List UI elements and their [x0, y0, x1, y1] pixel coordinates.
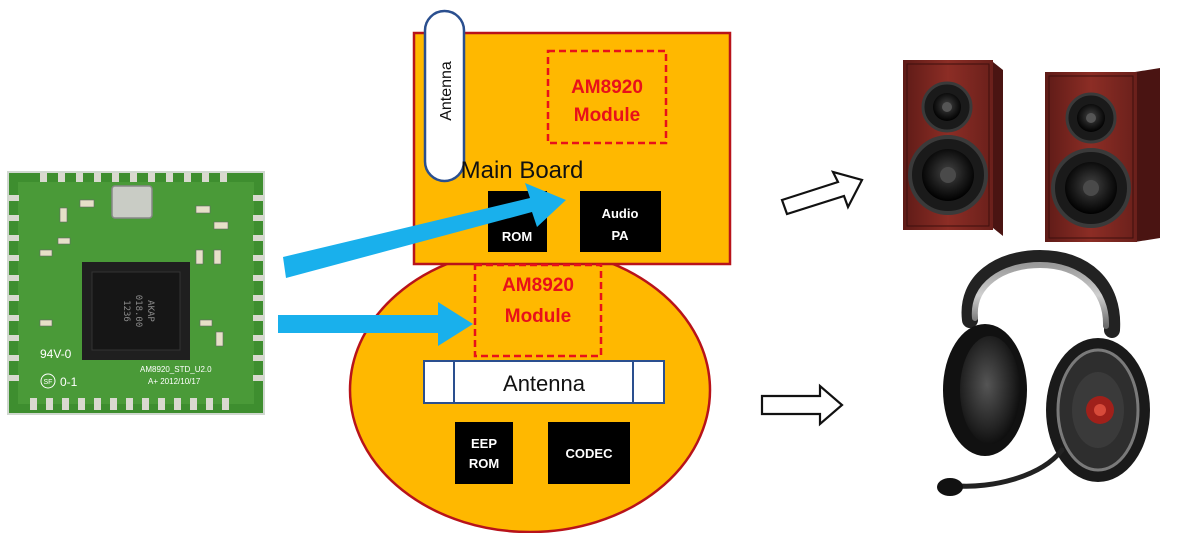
eeprom-label-2: ROM: [469, 456, 499, 471]
hollow-arrow-icon-speakers: [780, 170, 864, 216]
pcb-silk-rating: 94V-0: [40, 347, 72, 361]
pcb-pads-right: [253, 195, 263, 381]
pcb-silk-model: AM8920_STD_U2.0: [140, 365, 212, 374]
pcb-silk-date: A+ 2012/10/17: [148, 377, 201, 386]
codec-label: CODEC: [566, 446, 614, 461]
pcb-silk-level: 0-1: [60, 375, 78, 389]
pcb-pads-left: [9, 195, 19, 381]
pcb-chip-marking-3: 1236: [121, 300, 131, 322]
circle-board-antenna-label: Antenna: [503, 371, 586, 396]
eeprom-chip: EEP ROM: [455, 422, 513, 484]
codec-chip: CODEC: [548, 422, 630, 484]
main-board-antenna: Antenna: [423, 9, 466, 183]
circle-board-antenna: Antenna: [423, 360, 665, 404]
pcb-main-chip: AKAP 018.00 1236: [82, 262, 190, 360]
pcb-module-image: AKAP 018.00 1236 94V-0 AM8920_STD_U2.0 A…: [7, 171, 265, 415]
pcb-chip-marking-1: AKAP: [145, 300, 155, 322]
pcb-silk-sf: SF: [44, 379, 53, 386]
hollow-arrow-icon-headphones: [760, 383, 844, 427]
main-board-antenna-label: Antenna: [438, 61, 455, 121]
flow-arrow-to-circle-board: [278, 302, 473, 346]
circle-module-line1: AM8920: [502, 275, 574, 296]
bookshelf-speakers-image: [903, 60, 1160, 242]
main-module-line1: AM8920: [571, 77, 643, 98]
audio-pa-chip: Audio PA: [580, 191, 661, 252]
circle-module-line2: Module: [505, 306, 572, 327]
pcb-components: [39, 199, 229, 347]
main-module-line2: Module: [574, 105, 641, 126]
pcb-chip-marking-2: 018.00: [133, 295, 143, 328]
audio-pa-label-2: PA: [611, 228, 629, 243]
pcb-pads-top: [40, 173, 227, 182]
main-board-am8920-module: AM8920 Module: [546, 49, 668, 145]
pcb-crystal: [111, 185, 153, 219]
audio-pa-label-1: Audio: [602, 206, 639, 221]
headset-with-mic-image: [937, 249, 1150, 496]
rom-chip-label: ROM: [502, 229, 532, 244]
pcb-silk-sf-mark: [40, 373, 56, 389]
eeprom-label-1: EEP: [471, 436, 497, 451]
main-board-title: Main Board: [461, 157, 584, 184]
pcb-pads-bottom: [30, 398, 229, 410]
flow-arrow-to-main-board: [283, 183, 566, 278]
circle-board-am8920-module: AM8920 Module: [473, 263, 603, 358]
